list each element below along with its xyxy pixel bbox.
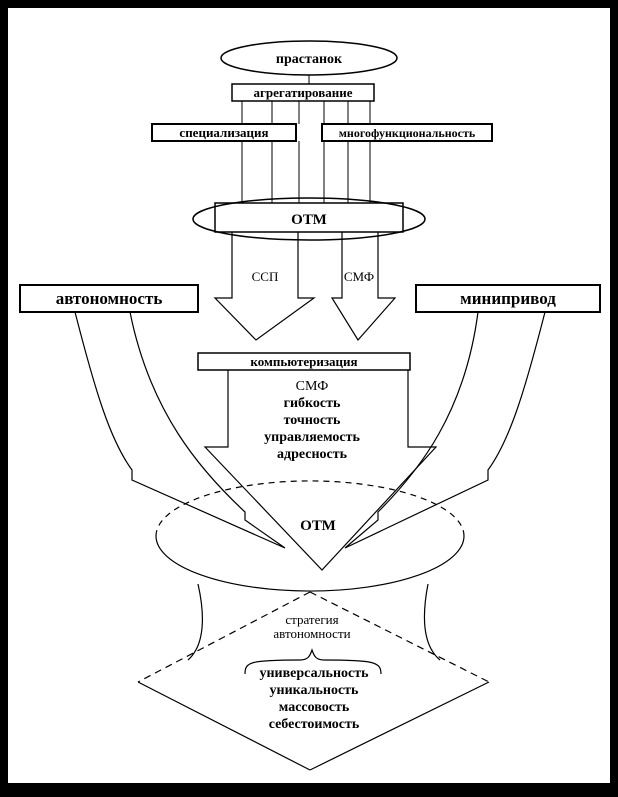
main-arrow xyxy=(203,370,438,571)
specialization-box xyxy=(151,123,297,142)
property-item: управляемость xyxy=(264,430,360,445)
otm-top-label: ОТМ xyxy=(291,212,327,228)
minidrive-box xyxy=(415,284,601,313)
otm-top-ellipse xyxy=(192,197,426,241)
diamond-top-right xyxy=(309,591,490,683)
multifunctionality-box xyxy=(321,123,493,142)
aggregation-label: агрегатирование xyxy=(253,85,352,100)
smf-label: СМФ xyxy=(344,269,374,284)
page-area xyxy=(8,8,610,783)
computerization-label: компьютеризация xyxy=(250,354,357,369)
otm-bottom-ellipse-front xyxy=(155,535,465,592)
autonomy-label: автономность xyxy=(56,289,163,308)
top-node-label: прастанок xyxy=(276,52,343,67)
strategy-line1: стратегия xyxy=(285,612,338,627)
property-item: адресность xyxy=(277,447,348,462)
minidrive-curve-arrow xyxy=(344,311,546,549)
autonomy-curve-arrow xyxy=(74,311,286,549)
diamond-bottom-right xyxy=(309,681,490,771)
strategy-item: себестоимость xyxy=(269,717,360,732)
otm-bottom-label: ОТМ xyxy=(300,518,336,534)
property-item: точность xyxy=(284,413,341,428)
computerization-box xyxy=(197,352,411,371)
specialization-label: специализация xyxy=(179,125,268,140)
minidrive-label: минипривод xyxy=(460,289,556,308)
diamond-bottom-left xyxy=(137,681,311,771)
otm-top-box xyxy=(214,202,404,233)
property-item: СМФ xyxy=(296,379,329,394)
smf-arrow xyxy=(330,232,397,342)
multifunctionality-label: многофункциональность xyxy=(339,126,476,140)
strategy-item: массовость xyxy=(279,700,350,715)
property-item: гибкость xyxy=(284,396,341,411)
autonomy-box xyxy=(19,284,199,313)
funnel-left xyxy=(187,583,203,661)
strategy-line2: автономности xyxy=(273,626,350,641)
diamond-top-left xyxy=(137,591,311,683)
ssp-arrow xyxy=(213,232,316,341)
ssp-label: ССП xyxy=(252,269,279,284)
strategy-item: универсальность xyxy=(259,666,369,681)
funnel-right xyxy=(423,583,441,661)
strategy-brace xyxy=(244,648,382,675)
aggregation-box xyxy=(231,83,375,102)
strategy-item: уникальность xyxy=(270,683,360,698)
